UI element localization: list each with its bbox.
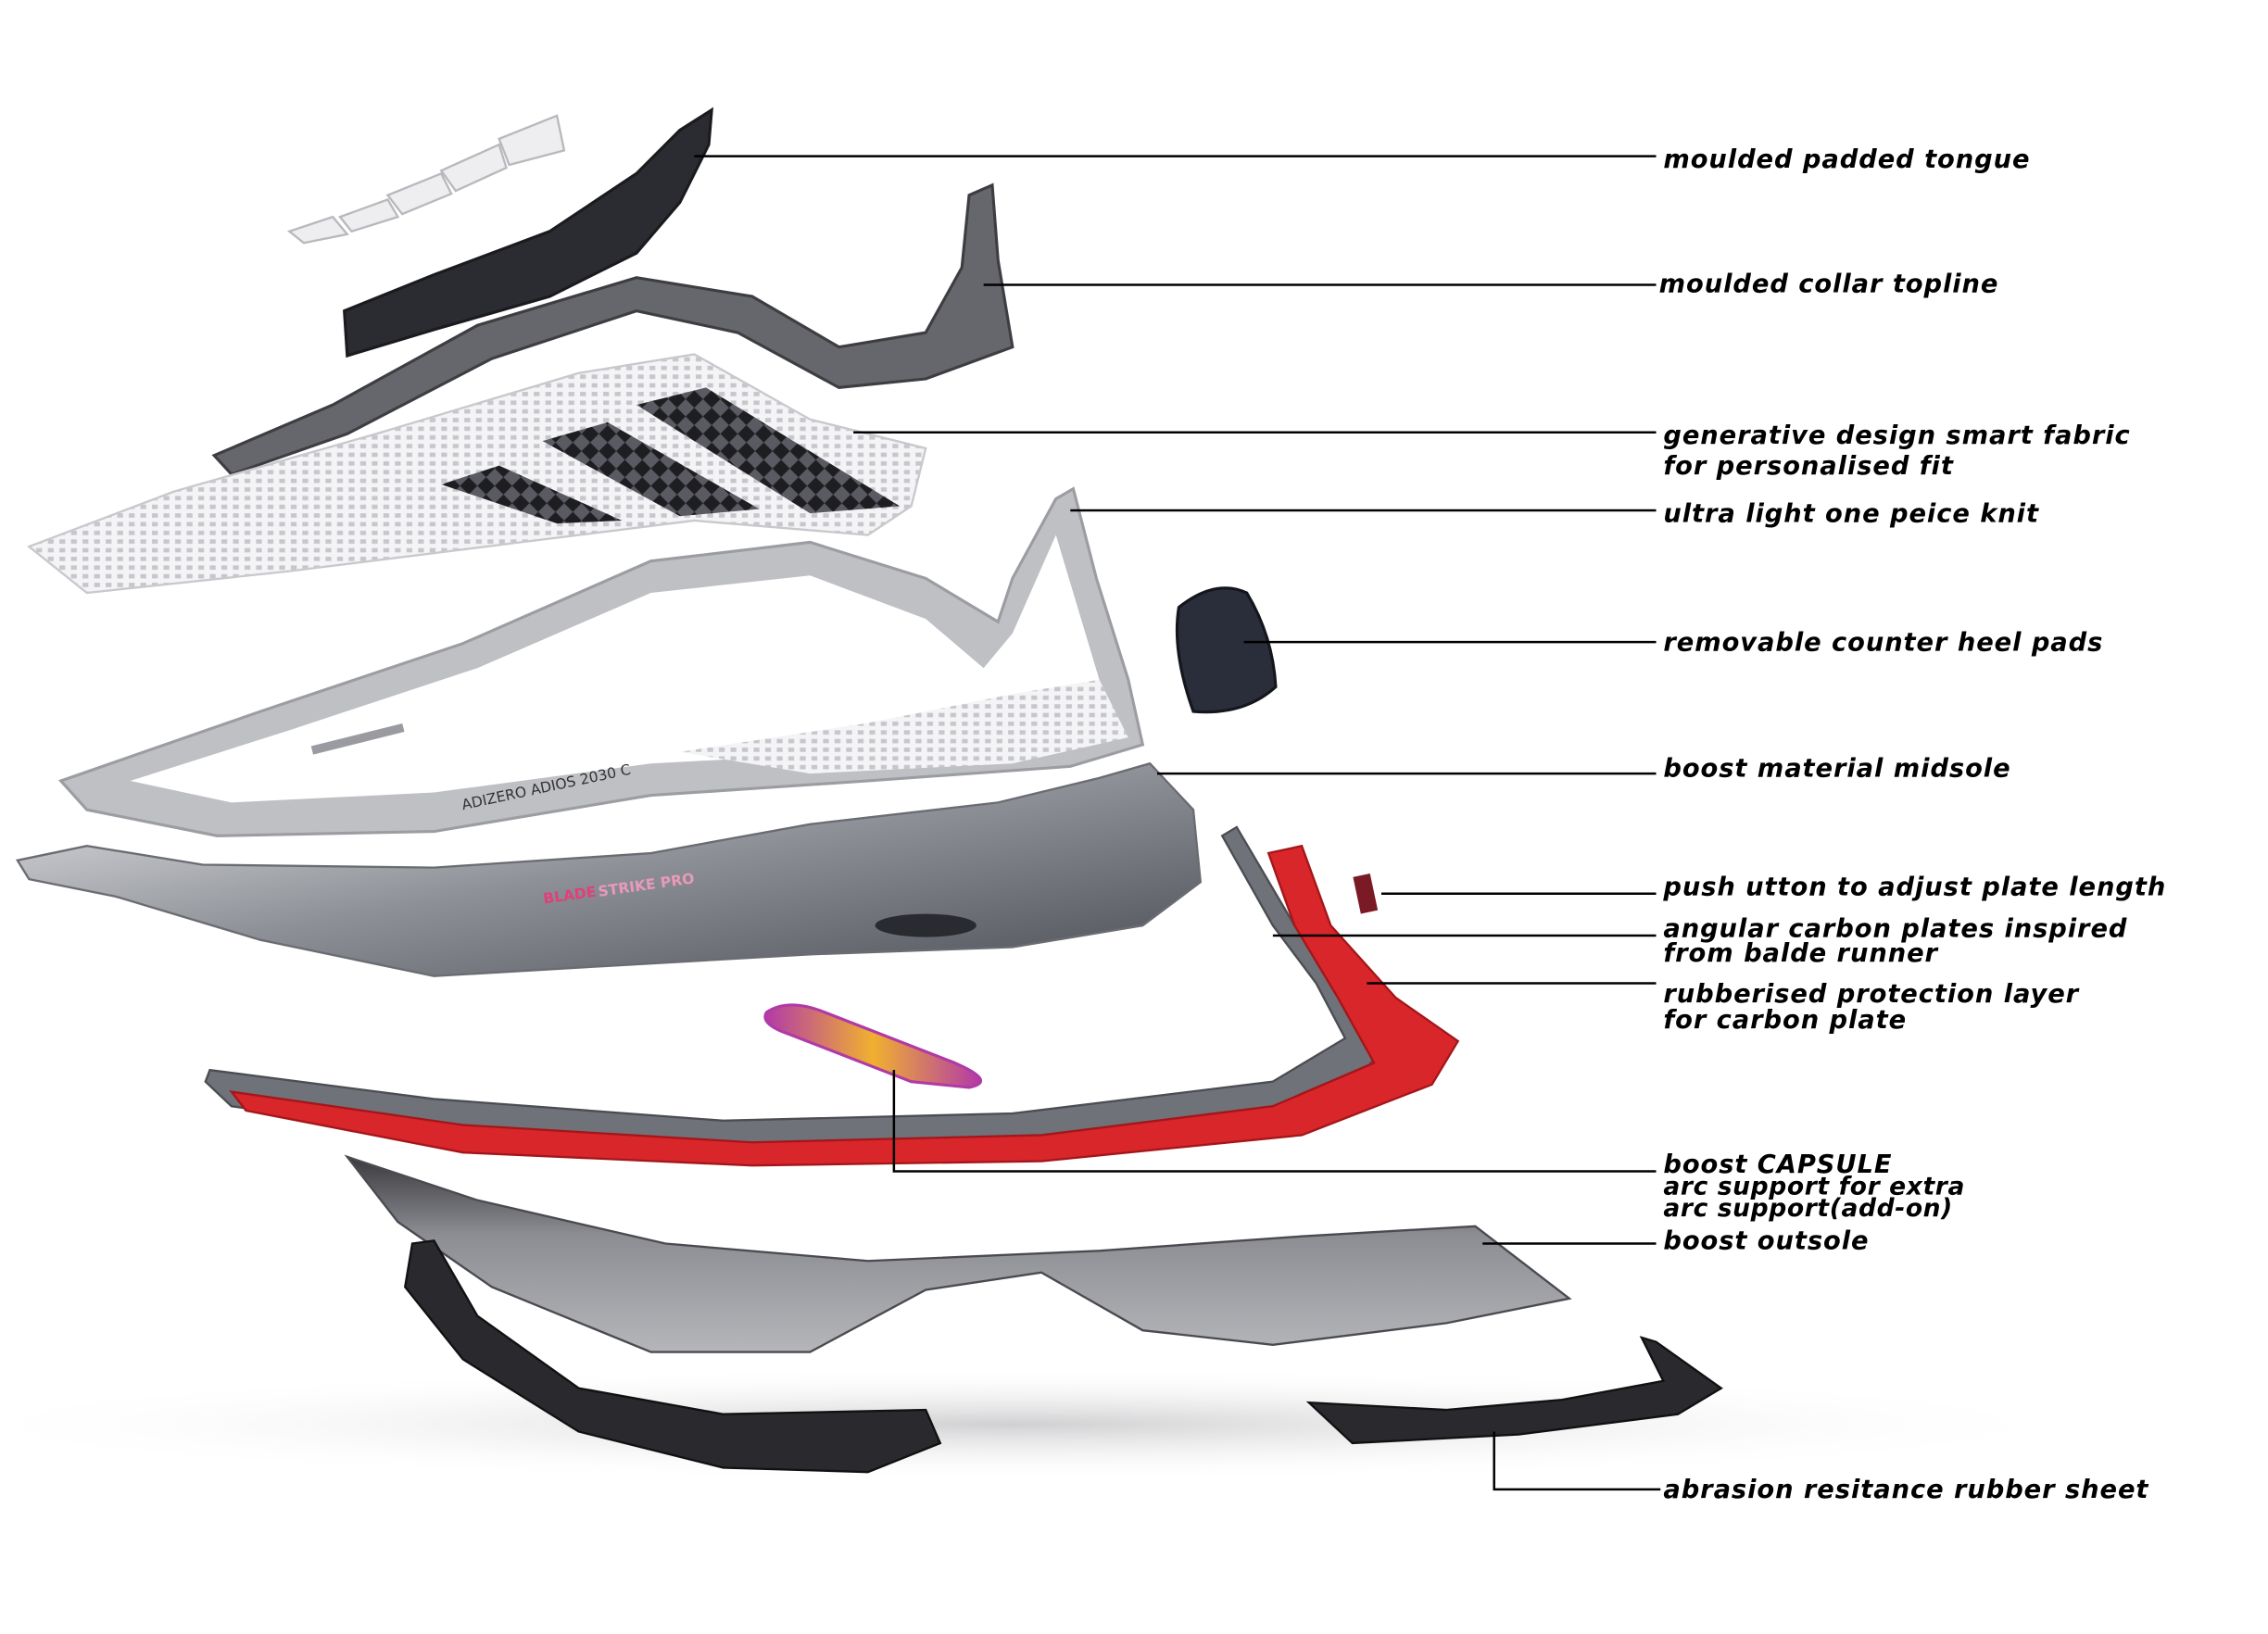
label-rubber-sheet: abrasion resitance rubber sheet — [1663, 1476, 2148, 1504]
label-capsule-2: arc support for extra — [1663, 1172, 1965, 1200]
label-knit: ultra light one peice knit — [1663, 500, 2039, 529]
label-outsole: boost outsole — [1663, 1227, 1869, 1256]
label-carbon-plates-2: from balde runner — [1663, 939, 1938, 968]
label-push-button: push utton to adjust plate length — [1662, 873, 2166, 901]
label-tongue: moulded padded tongue — [1663, 145, 2030, 174]
label-capsule-1: boost CAPSULE — [1663, 1150, 1892, 1179]
label-carbon-plates-1: angular carbon plates inspired — [1663, 915, 2127, 944]
label-collar: moulded collar topline — [1659, 270, 1999, 298]
rubber-protection-layer-part — [229, 844, 1460, 1167]
rubber-sheet-front-part — [403, 1239, 942, 1474]
label-fabric-2: for personalised fit — [1663, 452, 1954, 481]
midsole-cutout — [875, 913, 976, 937]
knit-pull-tab — [310, 723, 405, 755]
boost-capsule-part — [763, 1003, 982, 1089]
knit-heel-mesh — [679, 679, 1128, 774]
collar-topline-part — [211, 182, 1014, 476]
label-rubber-layer-2: for carbon plate — [1663, 1006, 1907, 1035]
label-midsole: boost material midsole — [1663, 754, 2010, 783]
label-capsule-3: arc support(add-on) — [1663, 1194, 1953, 1223]
label-fabric-1: generative design smart fabric — [1663, 421, 2130, 450]
heel-pad-part — [1175, 586, 1278, 714]
label-rubber-layer-1: rubberised protection layer — [1663, 980, 2079, 1009]
lace-clips-part — [286, 114, 566, 245]
label-heel-pads: removable counter heel pads — [1663, 628, 2103, 657]
rubber-sheet-heel-part — [1305, 1336, 1723, 1445]
three-stripes — [441, 387, 901, 524]
leader-lines — [694, 155, 1661, 1491]
push-button-part — [1353, 873, 1379, 914]
padded-tongue-part — [343, 107, 713, 358]
ground-shadow — [0, 1366, 2111, 1483]
boost-outsole-part — [344, 1154, 1572, 1353]
